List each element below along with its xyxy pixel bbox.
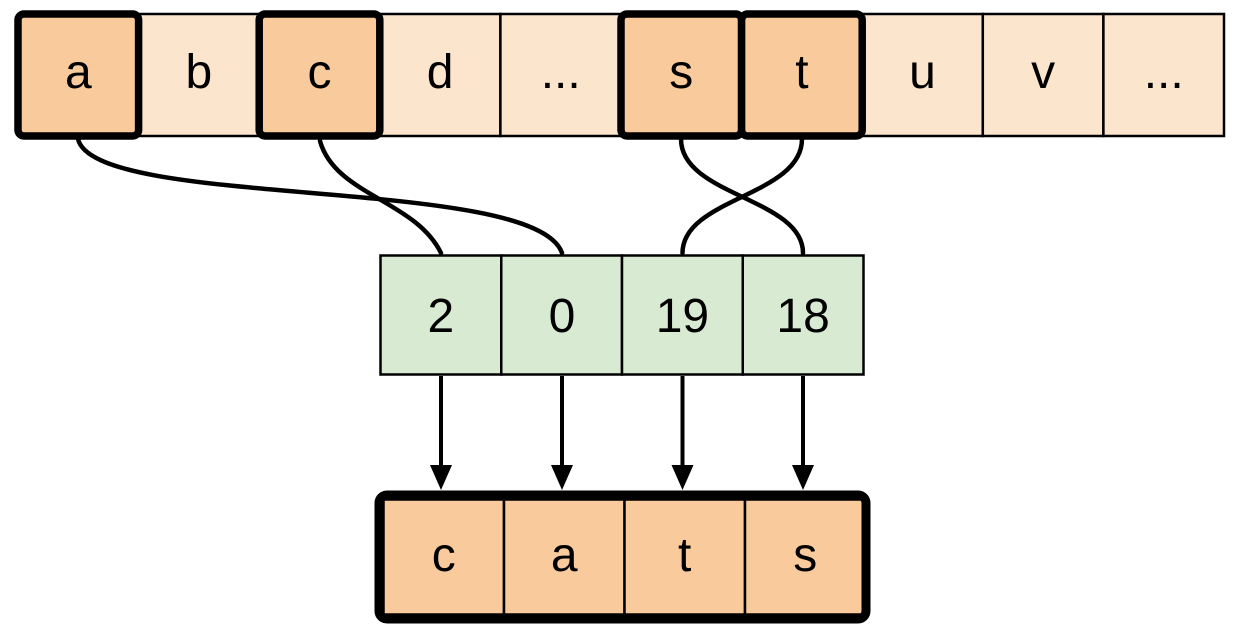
result-cell-s-label: s [793,529,817,582]
alphabet-cell-v-box [981,12,1105,138]
alphabet-cell-c-box-highlighted [255,10,384,140]
arrow-head-1 [430,465,452,490]
index-cell-2-box [379,254,503,376]
alphabet-row: a b c d ... s t u v ... [14,10,1226,140]
alphabet-cell-b-label: b [186,46,213,99]
down-arrows [430,376,814,490]
index-cell-0-label: 0 [549,290,576,343]
curve-t-to-index-19 [680,136,805,256]
alphabet-cell-s-label: s [669,46,693,99]
arrow-head-4 [792,465,814,490]
alphabet-cell-ellipsis1-label: ... [541,46,581,99]
result-cell-t-box [623,498,747,616]
result-cell-t-label: t [678,529,691,582]
alphabet-cell-t-label: t [795,46,808,99]
alphabet-cell-d-label: d [427,46,454,99]
result-cell-a-box [502,498,626,616]
curve-c-to-index-2 [317,138,444,256]
mapping-curves [75,136,806,256]
alphabet-cell-u-label: u [909,46,936,99]
result-cell-c-label: c [432,529,456,582]
alphabet-cell-a-box-highlighted [14,10,143,140]
alphabet-cell-b-box [137,12,261,138]
result-row: c a t s [374,490,871,624]
index-cell-18-label: 18 [776,290,829,343]
index-cell-19-label: 19 [656,290,709,343]
index-cell-0-box [500,254,624,376]
alphabet-cell-v-label: v [1031,46,1055,99]
alphabet-cell-c-label: c [308,46,332,99]
index-cell-18-box [741,254,865,376]
arrow-head-2 [551,465,573,490]
curve-a-to-index-0 [75,136,565,256]
alphabet-cell-a-label: a [65,46,92,99]
arrow-head-3 [671,465,694,490]
result-cell-s-box [743,498,867,616]
result-row-outline [374,490,871,624]
index-row: 2 0 19 18 [379,254,865,376]
result-cell-a-label: a [551,529,578,582]
index-cell-2-label: 2 [428,290,455,343]
alphabet-cell-d-box [378,12,502,138]
alphabet-cell-t-box-highlighted [737,10,866,140]
alphabet-cell-ellipsis1-box [499,12,623,138]
alphabet-cell-ellipsis2-box [1102,12,1226,138]
alphabet-cell-ellipsis2-label: ... [1144,46,1184,99]
